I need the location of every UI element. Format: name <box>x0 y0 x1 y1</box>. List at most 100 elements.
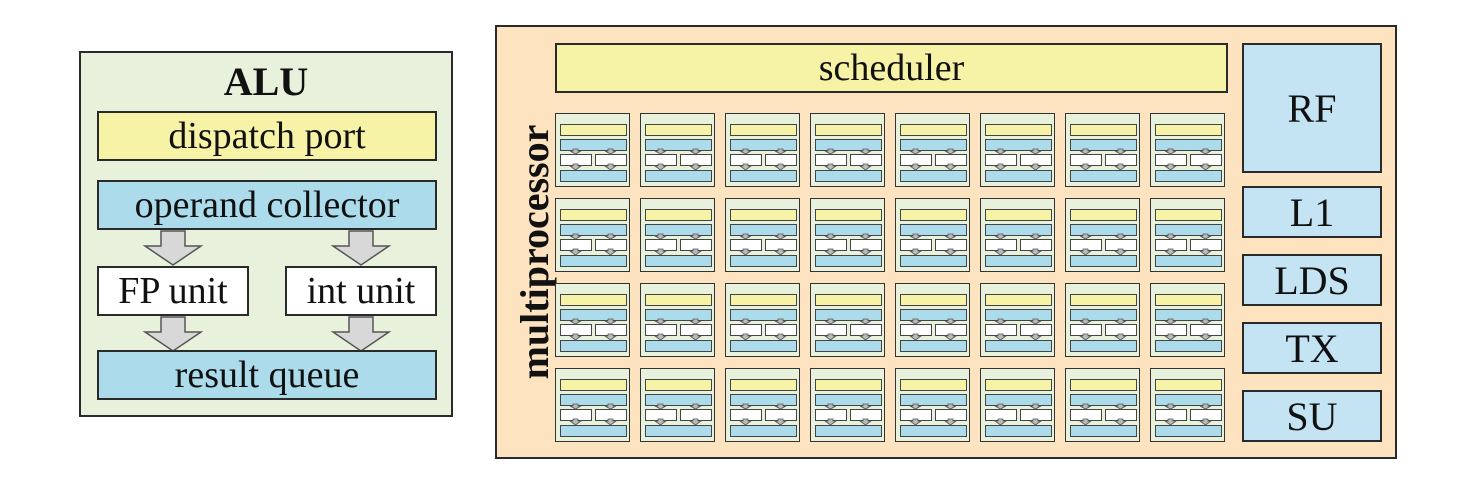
mini-result-queue <box>730 425 797 437</box>
mini-result-queue <box>985 255 1052 267</box>
mini-operand-collector <box>1070 309 1137 321</box>
mini-arrows-icon <box>1078 233 1128 256</box>
mini-dispatch-port <box>815 209 882 221</box>
mini-dispatch-port <box>645 379 712 391</box>
mini-alu <box>980 283 1055 357</box>
mini-operand-collector <box>985 394 1052 406</box>
mini-result-queue <box>730 170 797 182</box>
mini-arrows-icon <box>908 403 958 426</box>
mini-arrows-icon <box>993 403 1043 426</box>
mini-alu <box>1150 283 1225 357</box>
mini-operand-collector <box>1070 139 1137 151</box>
mini-operand-collector <box>730 139 797 151</box>
mini-dispatch-port <box>1155 209 1222 221</box>
result-queue-box: result queue <box>97 350 437 400</box>
mini-operand-collector <box>900 224 967 236</box>
mini-result-queue <box>730 340 797 352</box>
mini-alu <box>640 283 715 357</box>
arrow-operand-to-int-icon <box>330 230 392 266</box>
mini-result-queue <box>900 170 967 182</box>
mini-arrows-icon <box>653 403 703 426</box>
mini-dispatch-port <box>985 294 1052 306</box>
scheduler-box: scheduler <box>555 43 1228 93</box>
mini-result-queue <box>1070 255 1137 267</box>
mini-dispatch-port <box>815 124 882 136</box>
mini-result-queue <box>1070 340 1137 352</box>
mini-arrows-icon <box>823 318 873 341</box>
mini-alu <box>1150 368 1225 442</box>
mini-alu <box>895 283 970 357</box>
mini-arrows-icon <box>993 233 1043 256</box>
multiprocessor-panel: multiprocessor scheduler RF L1 LDS TX SU <box>495 25 1397 459</box>
mini-arrows-icon <box>1078 148 1128 171</box>
mini-operand-collector <box>900 139 967 151</box>
mini-operand-collector <box>560 139 627 151</box>
alu-title: ALU <box>223 59 309 104</box>
mini-alu <box>1150 113 1225 187</box>
mini-dispatch-port <box>815 294 882 306</box>
mini-arrows-icon <box>1163 318 1213 341</box>
mini-arrows-icon <box>908 148 958 171</box>
mini-result-queue <box>900 340 967 352</box>
mini-operand-collector <box>1155 224 1222 236</box>
mini-dispatch-port <box>1155 124 1222 136</box>
mini-alu <box>555 113 630 187</box>
mini-dispatch-port <box>1070 294 1137 306</box>
mini-result-queue <box>645 425 712 437</box>
mini-operand-collector <box>900 309 967 321</box>
mini-result-queue <box>815 170 882 182</box>
mini-operand-collector <box>985 309 1052 321</box>
mini-alu <box>640 368 715 442</box>
mini-alu <box>810 283 885 357</box>
mini-result-queue <box>560 170 627 182</box>
mini-alu <box>895 113 970 187</box>
mini-operand-collector <box>1155 309 1222 321</box>
mini-result-queue <box>730 255 797 267</box>
mini-alu <box>1065 283 1140 357</box>
mini-result-queue <box>560 340 627 352</box>
mini-dispatch-port <box>560 294 627 306</box>
mini-dispatch-port <box>985 379 1052 391</box>
mini-operand-collector <box>1070 224 1137 236</box>
mini-result-queue <box>1070 170 1137 182</box>
mini-result-queue <box>985 340 1052 352</box>
mini-arrows-icon <box>568 318 618 341</box>
mini-result-queue <box>645 255 712 267</box>
mini-operand-collector <box>645 224 712 236</box>
l1-box: L1 <box>1242 186 1382 238</box>
mini-arrows-icon <box>568 403 618 426</box>
multiprocessor-label: multiprocessor <box>512 124 557 380</box>
mini-arrows-icon <box>993 148 1043 171</box>
mini-operand-collector <box>645 139 712 151</box>
mini-dispatch-port <box>900 209 967 221</box>
mini-alu <box>980 198 1055 272</box>
mini-result-queue <box>985 170 1052 182</box>
mini-operand-collector <box>1155 139 1222 151</box>
mini-dispatch-port <box>560 379 627 391</box>
mini-operand-collector <box>815 309 882 321</box>
mini-alu <box>725 113 800 187</box>
mini-operand-collector <box>560 309 627 321</box>
mini-dispatch-port <box>560 209 627 221</box>
mini-result-queue <box>815 255 882 267</box>
mini-result-queue <box>560 425 627 437</box>
mini-arrows-icon <box>653 318 703 341</box>
mini-result-queue <box>645 170 712 182</box>
mini-alu <box>1150 198 1225 272</box>
arrow-fp-to-result-icon <box>142 316 204 352</box>
mini-dispatch-port <box>730 209 797 221</box>
mini-arrows-icon <box>1078 403 1128 426</box>
mini-alu <box>640 198 715 272</box>
mini-operand-collector <box>730 309 797 321</box>
mini-result-queue <box>815 425 882 437</box>
su-box: SU <box>1242 390 1382 442</box>
mini-dispatch-port <box>1070 209 1137 221</box>
mini-dispatch-port <box>900 294 967 306</box>
mini-alu <box>810 368 885 442</box>
mini-dispatch-port <box>900 124 967 136</box>
mini-alu <box>895 198 970 272</box>
rf-box: RF <box>1242 43 1382 173</box>
mini-alu <box>640 113 715 187</box>
mini-result-queue <box>1155 425 1222 437</box>
mini-dispatch-port <box>645 124 712 136</box>
